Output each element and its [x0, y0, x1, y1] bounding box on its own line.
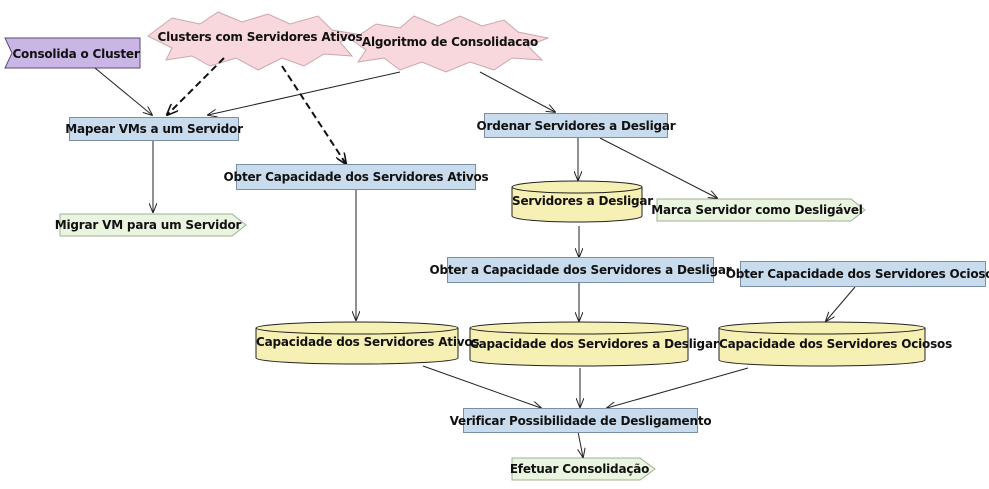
datastore-cap-ociosos[interactable]: Capacidade dos Servidores Ociosos	[719, 337, 953, 351]
cylinder-cap-ativos	[255, 321, 459, 365]
edge-capatv-verificar	[422, 365, 541, 408]
edge-ordenar-marca	[599, 137, 717, 198]
cylinder-servidores-desligar	[511, 180, 643, 223]
edge-capocio-verificar	[607, 367, 749, 408]
edge-consolida-mapear	[94, 67, 152, 115]
output-shape-marca	[656, 198, 866, 222]
edge-algoritmo-ordenar	[479, 71, 555, 112]
edge-clusters-obteratv	[281, 65, 346, 164]
edge-algoritmo-mapear	[208, 71, 401, 115]
output-migrar-vm[interactable]: Migrar VM para um Servidor	[54, 218, 242, 232]
output-shape-migrar-vm	[59, 213, 247, 237]
output-shape-efetuar	[511, 457, 656, 481]
process-ordenar-servidores[interactable]: Ordenar Servidores a Desligar	[477, 113, 676, 138]
datastore-cap-desligar[interactable]: Capacidade dos Servidores a Desligar	[470, 337, 719, 351]
process-obter-cap-ativos[interactable]: Obter Capacidade dos Servidores Ativos	[224, 164, 489, 190]
dashed-connectors	[167, 57, 346, 164]
event-shape-clusters-ativos	[147, 11, 358, 71]
cylinder-cap-ociosos	[718, 321, 926, 367]
event-algoritmo-consolidacao[interactable]: Algoritmo de Consolidacao	[361, 35, 539, 49]
process-obter-cap-desligar[interactable]: Obter a Capacidade dos Servidores a Desl…	[430, 257, 732, 283]
trigger-consolida-cluster[interactable]: Consolida o Cluster	[12, 46, 140, 61]
output-efetuar-consolidacao[interactable]: Efetuar Consolidação	[509, 462, 650, 476]
output-marca-desligavel[interactable]: Marca Servidor como Desligável	[651, 203, 863, 217]
event-clusters-ativos[interactable]: Clusters com Servidores Ativos	[157, 30, 363, 44]
edge-obterocio-capocio	[826, 286, 856, 321]
edge-clusters-mapear	[167, 57, 225, 115]
trigger-shape-consolida	[4, 37, 141, 69]
process-obter-cap-ociosos[interactable]: Obter Capacidade dos Servidores Ociosos	[726, 261, 989, 287]
process-mapear-vms[interactable]: Mapear VMs a um Servidor	[65, 117, 243, 141]
cylinder-cap-desligar	[469, 321, 689, 367]
process-verificar-desligamento[interactable]: Verificar Possibilidade de Desligamento	[450, 408, 712, 433]
event-shape-algoritmo	[351, 15, 550, 73]
edge-verificar-efetuar	[578, 431, 583, 457]
connectors	[94, 67, 856, 457]
datastore-servidores-desligar[interactable]: Servidores a Desligar	[512, 194, 653, 208]
datastore-cap-ativos[interactable]: Capacidade dos Servidores Ativos	[256, 335, 480, 349]
